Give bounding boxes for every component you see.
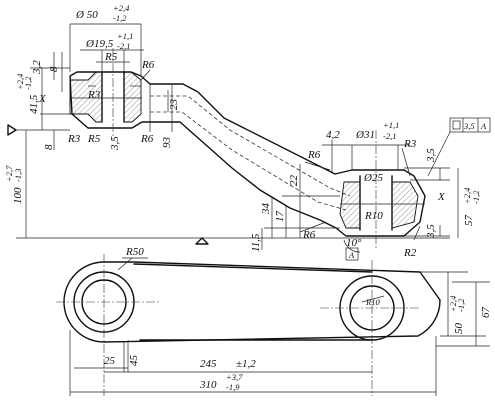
svg-text:+2,4: +2,4 [462, 187, 472, 204]
left-boss-section-2 [123, 71, 142, 123]
datum-a-box: A [348, 250, 355, 260]
label-r6-low: R6 [140, 133, 154, 145]
label-r5-low: R5 [87, 133, 101, 145]
plan-outline [63, 261, 441, 343]
label-r5-top: R5 [104, 51, 118, 63]
label-r6-right: R6 [307, 149, 321, 161]
svg-text:+2,4: +2,4 [448, 295, 458, 312]
svg-text:-1,3: -1,3 [13, 169, 23, 182]
label-r6-bottom: R6 [302, 229, 316, 241]
dim-d31: Ø31 [355, 129, 375, 141]
dim-23: 23 [168, 99, 180, 111]
label-r3-right: R3 [403, 138, 417, 150]
svg-text:-1,2: -1,2 [456, 298, 466, 312]
svg-text:-1,9: -1,9 [226, 382, 240, 392]
dim-245: 245 [200, 358, 217, 370]
label-x-left: X [38, 93, 47, 105]
dim-57: 57 [463, 215, 475, 227]
label-r3-low: R3 [67, 133, 81, 145]
dim-4-2: 4,2 [326, 129, 340, 141]
dim-310: 310 [199, 379, 217, 391]
dim-plan-50: 50 [453, 323, 465, 335]
dim-3-5-bottom: 3,5 [425, 224, 437, 239]
svg-text:+2,4: +2,4 [15, 73, 25, 90]
svg-text:+3,7: +3,7 [226, 372, 243, 382]
dim-8-low: 8 [43, 144, 55, 150]
svg-text:+2,4: +2,4 [113, 3, 130, 13]
label-r6-top: R6 [141, 59, 155, 71]
fcf-value: 3,5 [463, 121, 475, 131]
dim-plan-25: 25 [104, 355, 116, 367]
plan-view: R50 R10 25 45 245 ±1,2 310 +3,7 -1,9 50 … [56, 246, 492, 396]
label-plan-r10: R10 [365, 297, 380, 307]
fcf-datum: A [480, 121, 487, 131]
dim-3-5-mid: 3,5 [109, 136, 121, 151]
side-view: Ø 50 +2,4 -1,2 Ø19,5 +1,1 -2,1 R5 R6 R3 … [4, 3, 491, 261]
dim-d19-5: Ø19,5 [85, 38, 114, 50]
svg-text:-1,2: -1,2 [471, 190, 481, 204]
dim-100: 100 [12, 187, 24, 204]
right-boss-section-2 [391, 181, 419, 229]
dim-11-5: 11,5 [250, 233, 262, 252]
svg-text:+1,1: +1,1 [117, 31, 133, 41]
dim-41-5: 41,5 [28, 94, 40, 114]
svg-text:-1,2: -1,2 [113, 13, 127, 23]
dim-d25: Ø25 [363, 172, 383, 184]
svg-text:-1,2: -1,2 [23, 76, 33, 90]
angle-10: 10° [346, 237, 362, 249]
label-r2: R2 [403, 247, 417, 259]
dim-34: 34 [260, 203, 272, 216]
left-boss-outline [69, 71, 426, 237]
dim-22: 22 [288, 175, 300, 187]
label-x-right: X [437, 191, 446, 203]
svg-text:±1,2: ±1,2 [236, 358, 256, 370]
svg-text:+2,7: +2,7 [4, 165, 14, 182]
right-boss-section [339, 181, 361, 229]
svg-text:-2,1: -2,1 [383, 131, 396, 141]
label-r10: R10 [364, 210, 383, 222]
dim-3-2: 3,2 [31, 60, 43, 75]
dim-3-5-right: 3,5 [425, 148, 437, 163]
label-r50: R50 [125, 246, 144, 258]
dim-plan-45: 45 [128, 355, 140, 367]
dim-93: 93 [161, 137, 173, 149]
dim-8-top: 8 [48, 66, 60, 72]
dim-d50: Ø 50 [75, 9, 98, 21]
dim-17: 17 [274, 211, 286, 223]
svg-text:+1,1: +1,1 [383, 120, 399, 130]
label-r3-left: R3 [87, 89, 101, 101]
dim-67: 67 [480, 307, 492, 319]
datum-triangle [195, 237, 209, 245]
svg-text:-2,1: -2,1 [117, 41, 130, 51]
feature-control-frame [449, 117, 491, 133]
